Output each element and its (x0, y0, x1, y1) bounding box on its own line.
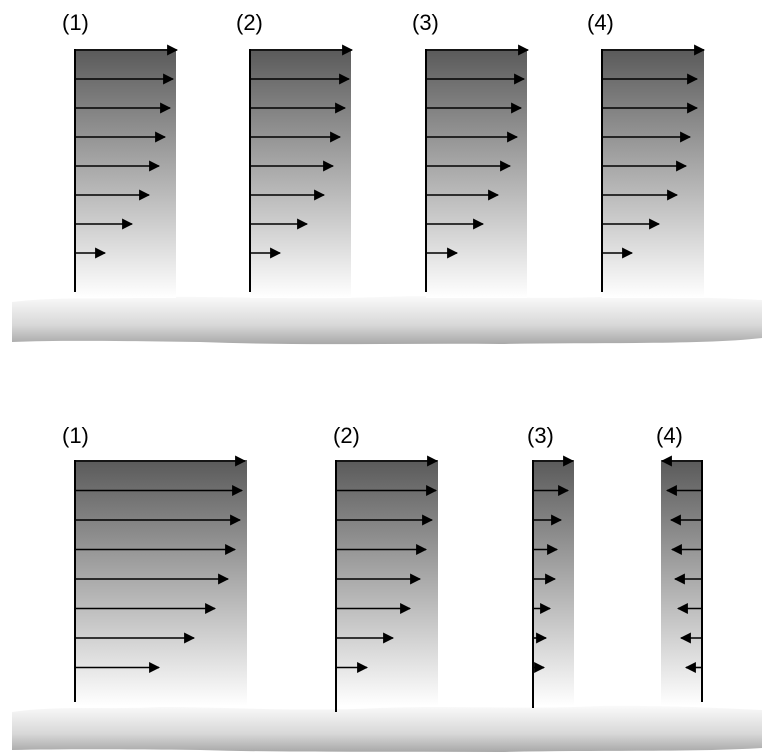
ground-top (12, 296, 762, 345)
gradient-band-top-1 (75, 49, 176, 298)
gradient-band-bottom-2 (336, 460, 438, 706)
arrows-top-2 (250, 44, 354, 259)
arrows-bottom-3 (533, 455, 575, 673)
arrows-bottom-2 (336, 455, 439, 673)
gradient-band-bottom-1 (75, 460, 247, 706)
arrows-bottom-4 (660, 455, 702, 673)
profile-bottom-4: (4) (656, 423, 703, 706)
arrows-top-3 (426, 44, 530, 259)
arrows-top-4 (602, 44, 706, 259)
profile-top-4: (4) (587, 10, 706, 298)
label-bottom-2: (2) (333, 423, 360, 448)
gradient-band-bottom-3 (533, 460, 574, 706)
gradient-band-top-2 (250, 49, 351, 298)
arrows-bottom-1 (75, 455, 247, 673)
label-top-2: (2) (236, 10, 263, 35)
gradient-band-top-4 (602, 49, 704, 298)
gradient-band-top-3 (426, 49, 527, 298)
label-bottom-3: (3) (527, 423, 554, 448)
gradient-band-bottom-4 (661, 460, 702, 706)
label-top-3: (3) (412, 10, 439, 35)
label-top-4: (4) (587, 10, 614, 35)
label-top-1: (1) (62, 10, 89, 35)
profile-bottom-3: (3) (527, 423, 575, 708)
label-bottom-1: (1) (62, 423, 89, 448)
profile-top-2: (2) (236, 10, 354, 298)
profile-bottom-2: (2) (333, 423, 439, 712)
profile-top-3: (3) (412, 10, 530, 298)
arrows-top-1 (75, 44, 179, 259)
profile-bottom-1: (1) (62, 423, 247, 706)
ground-bottom (12, 705, 762, 752)
profile-top-1: (1) (62, 10, 179, 298)
label-bottom-4: (4) (656, 423, 683, 448)
